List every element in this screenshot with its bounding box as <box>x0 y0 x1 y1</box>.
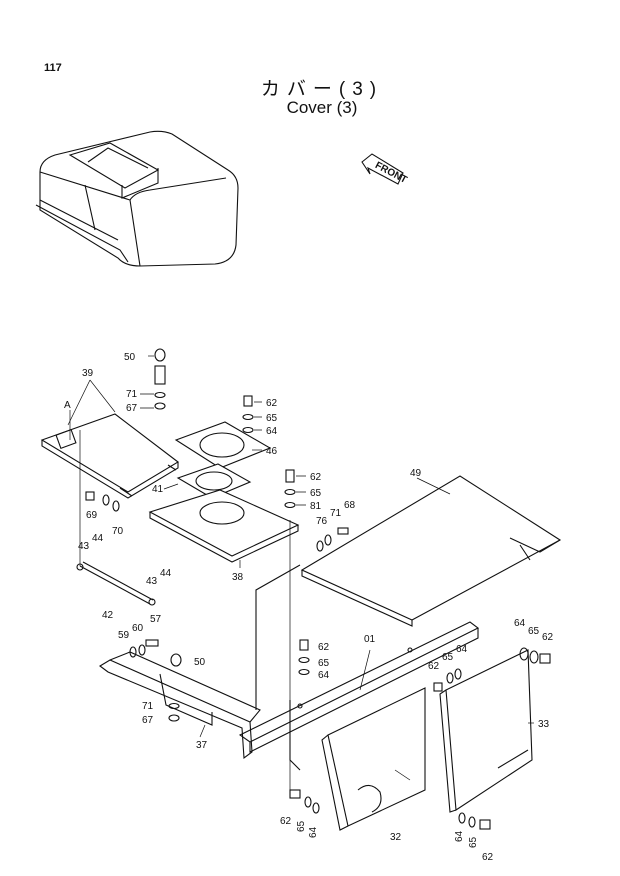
callout-67: 67 <box>126 403 138 414</box>
hardware-set <box>85 348 551 830</box>
callout-65e: 65 <box>528 626 540 637</box>
part-38-plate <box>148 489 300 563</box>
callout-39: 39 <box>82 368 94 379</box>
callout-44: 44 <box>92 533 104 544</box>
callout-62d: 62 <box>428 661 440 672</box>
part-32-side-panel <box>321 687 426 831</box>
callout-62b: 62 <box>310 472 322 483</box>
callout-65b: 65 <box>310 488 322 499</box>
part-33-side-panel <box>439 649 533 813</box>
callout-59: 59 <box>118 630 130 641</box>
part-42-gas-spring <box>76 561 156 606</box>
callout-64d: 64 <box>456 644 468 655</box>
callout-38: 38 <box>232 572 244 583</box>
callout-62: 62 <box>266 398 278 409</box>
callout-65: 65 <box>266 413 278 424</box>
part-01-bracket <box>238 621 480 753</box>
page-number: 117 <box>44 62 62 74</box>
callout-33: 33 <box>538 719 550 730</box>
callout-64e: 64 <box>514 618 526 629</box>
callout-65f: 65 <box>296 820 307 832</box>
part-41-seal <box>176 463 252 499</box>
callout-43: 43 <box>78 541 90 552</box>
part-49-panel <box>300 475 562 627</box>
callout-68: 68 <box>344 500 356 511</box>
callout-62f: 62 <box>280 816 292 827</box>
part-39-cover <box>40 413 179 499</box>
callout-50: 50 <box>124 352 136 363</box>
callout-81: 81 <box>310 501 322 512</box>
callout-32: 32 <box>390 832 402 843</box>
callout-76: 76 <box>316 516 328 527</box>
callout-01: 01 <box>364 634 376 645</box>
machine-overview-sketch <box>35 130 239 267</box>
callout-46: 46 <box>266 446 278 457</box>
callout-62g: 62 <box>482 852 494 863</box>
callout-62c: 62 <box>318 642 330 653</box>
callout-49: 49 <box>410 468 422 479</box>
callout-71b: 71 <box>330 508 342 519</box>
callout-65d: 65 <box>442 652 454 663</box>
callout-65g: 65 <box>468 836 479 848</box>
view-marker-a: A <box>64 400 71 411</box>
part-46-grommet-plate <box>174 421 272 469</box>
callout-42: 42 <box>102 610 114 621</box>
callout-65c: 65 <box>318 658 330 669</box>
callout-57: 57 <box>150 614 162 625</box>
callout-37: 37 <box>196 740 208 751</box>
callout-60: 60 <box>132 623 144 634</box>
callout-64c: 64 <box>318 670 330 681</box>
callout-62e: 62 <box>542 632 554 643</box>
callout-43b: 43 <box>146 576 158 587</box>
callout-69: 69 <box>86 510 98 521</box>
title-japanese: カバー(3) <box>260 79 384 100</box>
callout-44b: 44 <box>160 568 172 579</box>
callout-64g: 64 <box>454 830 465 842</box>
callout-64: 64 <box>266 426 278 437</box>
callout-50b: 50 <box>194 657 206 668</box>
callout-70: 70 <box>112 526 124 537</box>
title-english: Cover (3) <box>286 98 358 117</box>
callout-71: 71 <box>126 389 138 400</box>
callout-labels: 50 39 71 67 62 65 64 46 41 62 65 81 49 6… <box>64 352 554 863</box>
callout-41: 41 <box>152 484 164 495</box>
callout-67c: 67 <box>142 715 154 726</box>
callout-71c: 71 <box>142 701 154 712</box>
front-arrow-icon: FRONT <box>361 153 409 186</box>
callout-64f: 64 <box>308 826 319 838</box>
leader-lines <box>67 355 534 790</box>
